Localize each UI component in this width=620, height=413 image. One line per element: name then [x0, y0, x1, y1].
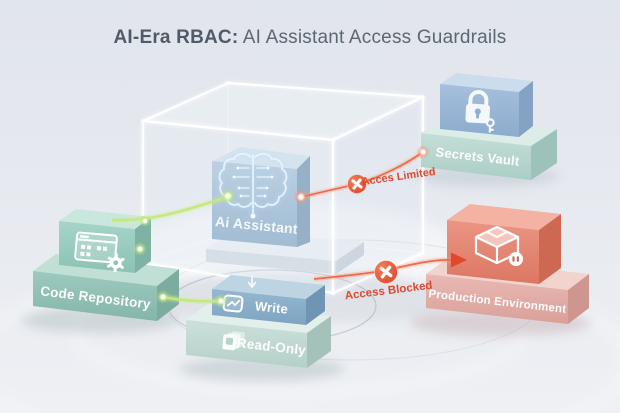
- write-label: Write: [254, 298, 289, 316]
- write-node: Write: [212, 275, 325, 325]
- count-badge: [509, 252, 523, 266]
- glow-dot-green: [133, 188, 236, 308]
- write-chart-icon: [222, 294, 244, 313]
- glow-dot-red: [416, 145, 430, 159]
- blocked-x-icon: [374, 260, 398, 284]
- glass-corner-sparkles: [141, 81, 425, 296]
- arrow-down-icon: [247, 276, 257, 289]
- arrow-right-icon: [451, 252, 467, 268]
- connection-allowed: [111, 188, 236, 308]
- padlock-key-icon: [465, 90, 495, 133]
- title-rest: AI Assistant Access Guardrails: [238, 27, 507, 48]
- secrets-vault-node: Secrets Vault: [421, 73, 557, 180]
- blocked-x-icon: [347, 174, 367, 194]
- open-box-icon: [474, 225, 523, 266]
- ai-assistant-label: Ai Assistant: [215, 213, 299, 237]
- brain-circuit-icon: [218, 152, 288, 219]
- page-title: AI-Era RBAC: AI Assistant Access Guardra…: [0, 27, 620, 49]
- stacked-files-icon: [222, 331, 245, 351]
- production-environment-node: Production Environment: [426, 204, 589, 324]
- glow-dot-red: [293, 189, 309, 205]
- glass-guardrail-cube: [141, 81, 425, 296]
- app-window-gear-icon: [74, 231, 125, 273]
- title-bold: AI-Era RBAC:: [113, 27, 239, 48]
